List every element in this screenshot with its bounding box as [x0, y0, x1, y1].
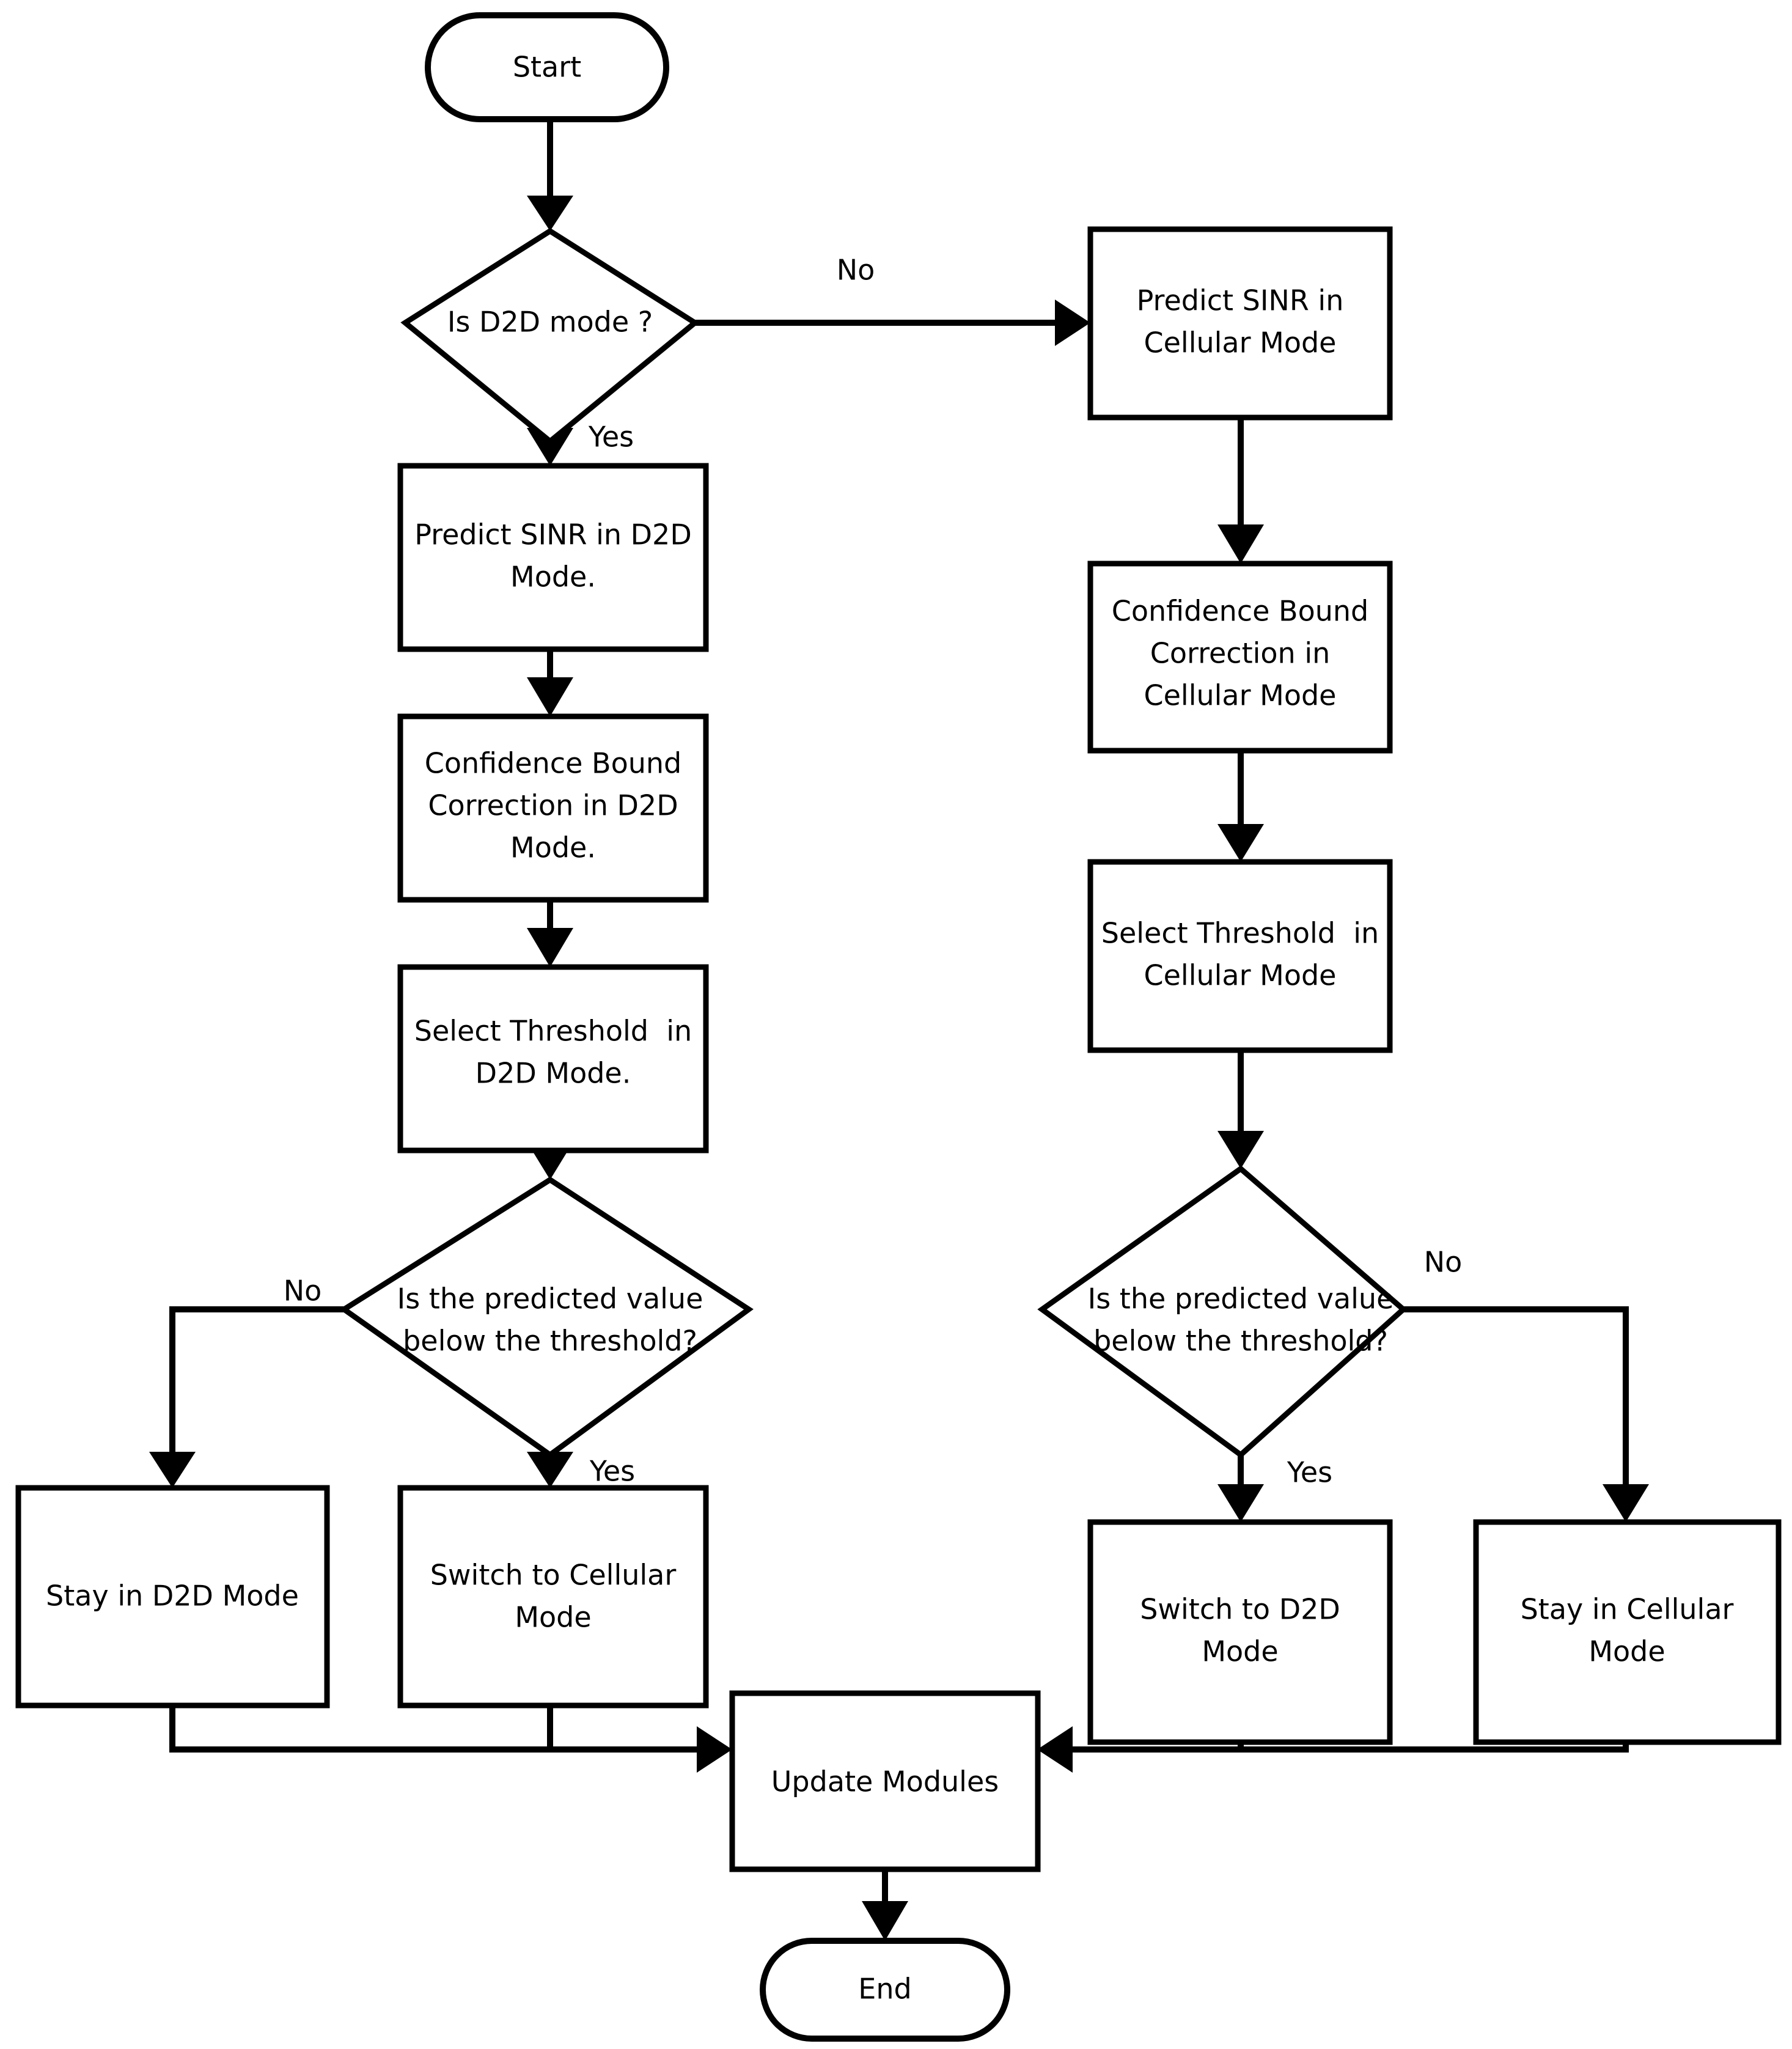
node-confidence-bound-cellular-line2: Correction in [1150, 637, 1331, 670]
edge-predict-d2d-to-confidence-d2d [527, 649, 573, 716]
node-select-threshold-cellular-line1: Select Threshold in [1101, 917, 1379, 950]
node-end[interactable]: End [760, 1938, 1010, 2042]
edge-left-merge-bus [169, 1726, 732, 1773]
node-switch-d2d[interactable]: Switch to D2D Mode [1087, 1519, 1393, 1745]
edge-predict-cellular-to-confidence-cellular [1217, 418, 1264, 564]
edge-label-left-yes: Yes [589, 1455, 635, 1488]
edge-confidence-d2d-to-threshold-d2d [527, 900, 573, 967]
node-predict-sinr-d2d[interactable]: Predict SINR in D2D Mode. [397, 463, 709, 652]
node-start[interactable]: Start [425, 12, 669, 122]
node-confidence-bound-d2d-line2: Correction in D2D [428, 789, 678, 822]
node-confidence-bound-d2d[interactable]: Confidence Bound Correction in D2D Mode. [397, 713, 709, 903]
edge-label-left-no: No [284, 1275, 322, 1308]
edge-label-d2d-no: No [837, 254, 875, 287]
node-decision-right-line2: below the threshold? [1093, 1325, 1388, 1358]
node-stay-d2d-line1: Stay in D2D Mode [46, 1580, 299, 1613]
node-decision-left-line2: below the threshold? [403, 1325, 697, 1358]
node-confidence-bound-cellular-line3: Cellular Mode [1144, 679, 1337, 712]
edge-confidence-cellular-to-threshold-cellular [1217, 751, 1264, 862]
node-predict-sinr-d2d-line2: Mode. [510, 561, 596, 594]
node-update-modules[interactable]: Update Modules [729, 1690, 1041, 1872]
node-predict-sinr-cellular[interactable]: Predict SINR in Cellular Mode [1087, 226, 1393, 421]
node-switch-cellular-line2: Mode [515, 1601, 591, 1634]
node-end-label: End [858, 1973, 911, 2006]
edge-right-merge-bus [1037, 1726, 1629, 1773]
edge-threshold-cellular-to-decision-right [1217, 1050, 1264, 1169]
node-select-threshold-d2d-line1: Select Threshold in [414, 1015, 692, 1048]
node-predict-sinr-cellular-line1: Predict SINR in [1137, 284, 1344, 317]
edge-start-to-decision [527, 119, 573, 231]
node-select-threshold-d2d[interactable]: Select Threshold in D2D Mode. [397, 964, 709, 1153]
edge-decision-no-to-predict-cellular [695, 300, 1090, 346]
node-confidence-bound-d2d-line3: Mode. [510, 831, 596, 864]
edge-label-right-yes: Yes [1287, 1456, 1332, 1489]
edge-label-right-no: No [1424, 1246, 1463, 1279]
node-switch-cellular-line1: Switch to Cellular [430, 1559, 677, 1592]
node-switch-d2d-line1: Switch to D2D [1140, 1593, 1340, 1626]
node-stay-d2d[interactable]: Stay in D2D Mode [15, 1485, 330, 1709]
node-switch-d2d-line2: Mode [1202, 1635, 1278, 1668]
node-select-threshold-d2d-line2: D2D Mode. [476, 1057, 631, 1090]
node-confidence-bound-cellular-line1: Confidence Bound [1112, 595, 1368, 628]
node-decision-right-line1: Is the predicted value [1088, 1282, 1394, 1315]
node-decision-left[interactable]: Is the predicted value below the thresho… [339, 1176, 754, 1459]
node-update-modules-label: Update Modules [771, 1765, 999, 1798]
node-start-label: Start [513, 51, 581, 84]
node-select-threshold-cellular-line2: Cellular Mode [1144, 959, 1337, 992]
node-decision-right[interactable]: Is the predicted value below the thresho… [1037, 1165, 1408, 1459]
node-decision-left-line1: Is the predicted value [397, 1282, 703, 1315]
edge-update-modules-to-end [862, 1869, 908, 1941]
node-predict-sinr-d2d-line1: Predict SINR in D2D [414, 518, 692, 551]
node-stay-cellular-line1: Stay in Cellular [1521, 1593, 1734, 1626]
node-is-d2d-mode-label: Is D2D mode ? [447, 306, 653, 339]
node-confidence-bound-cellular[interactable]: Confidence Bound Correction in Cellular … [1087, 561, 1393, 754]
edge-decision-right-yes-to-switch-d2d [1217, 1455, 1264, 1522]
node-predict-sinr-cellular-line2: Cellular Mode [1144, 326, 1337, 359]
node-stay-cellular-line2: Mode [1588, 1635, 1665, 1668]
node-stay-cellular[interactable]: Stay in Cellular Mode [1473, 1519, 1782, 1745]
edge-label-d2d-yes: Yes [588, 421, 634, 454]
node-is-d2d-mode[interactable]: Is D2D mode ? [400, 227, 700, 445]
edge-decision-right-no-to-stay-cellular [1403, 1306, 1649, 1522]
node-select-threshold-cellular[interactable]: Select Threshold in Cellular Mode [1087, 859, 1393, 1053]
edge-decision-left-no-to-stay-d2d [149, 1306, 344, 1488]
node-switch-cellular[interactable]: Switch to Cellular Mode [397, 1485, 709, 1709]
node-confidence-bound-d2d-line1: Confidence Bound [425, 747, 681, 780]
